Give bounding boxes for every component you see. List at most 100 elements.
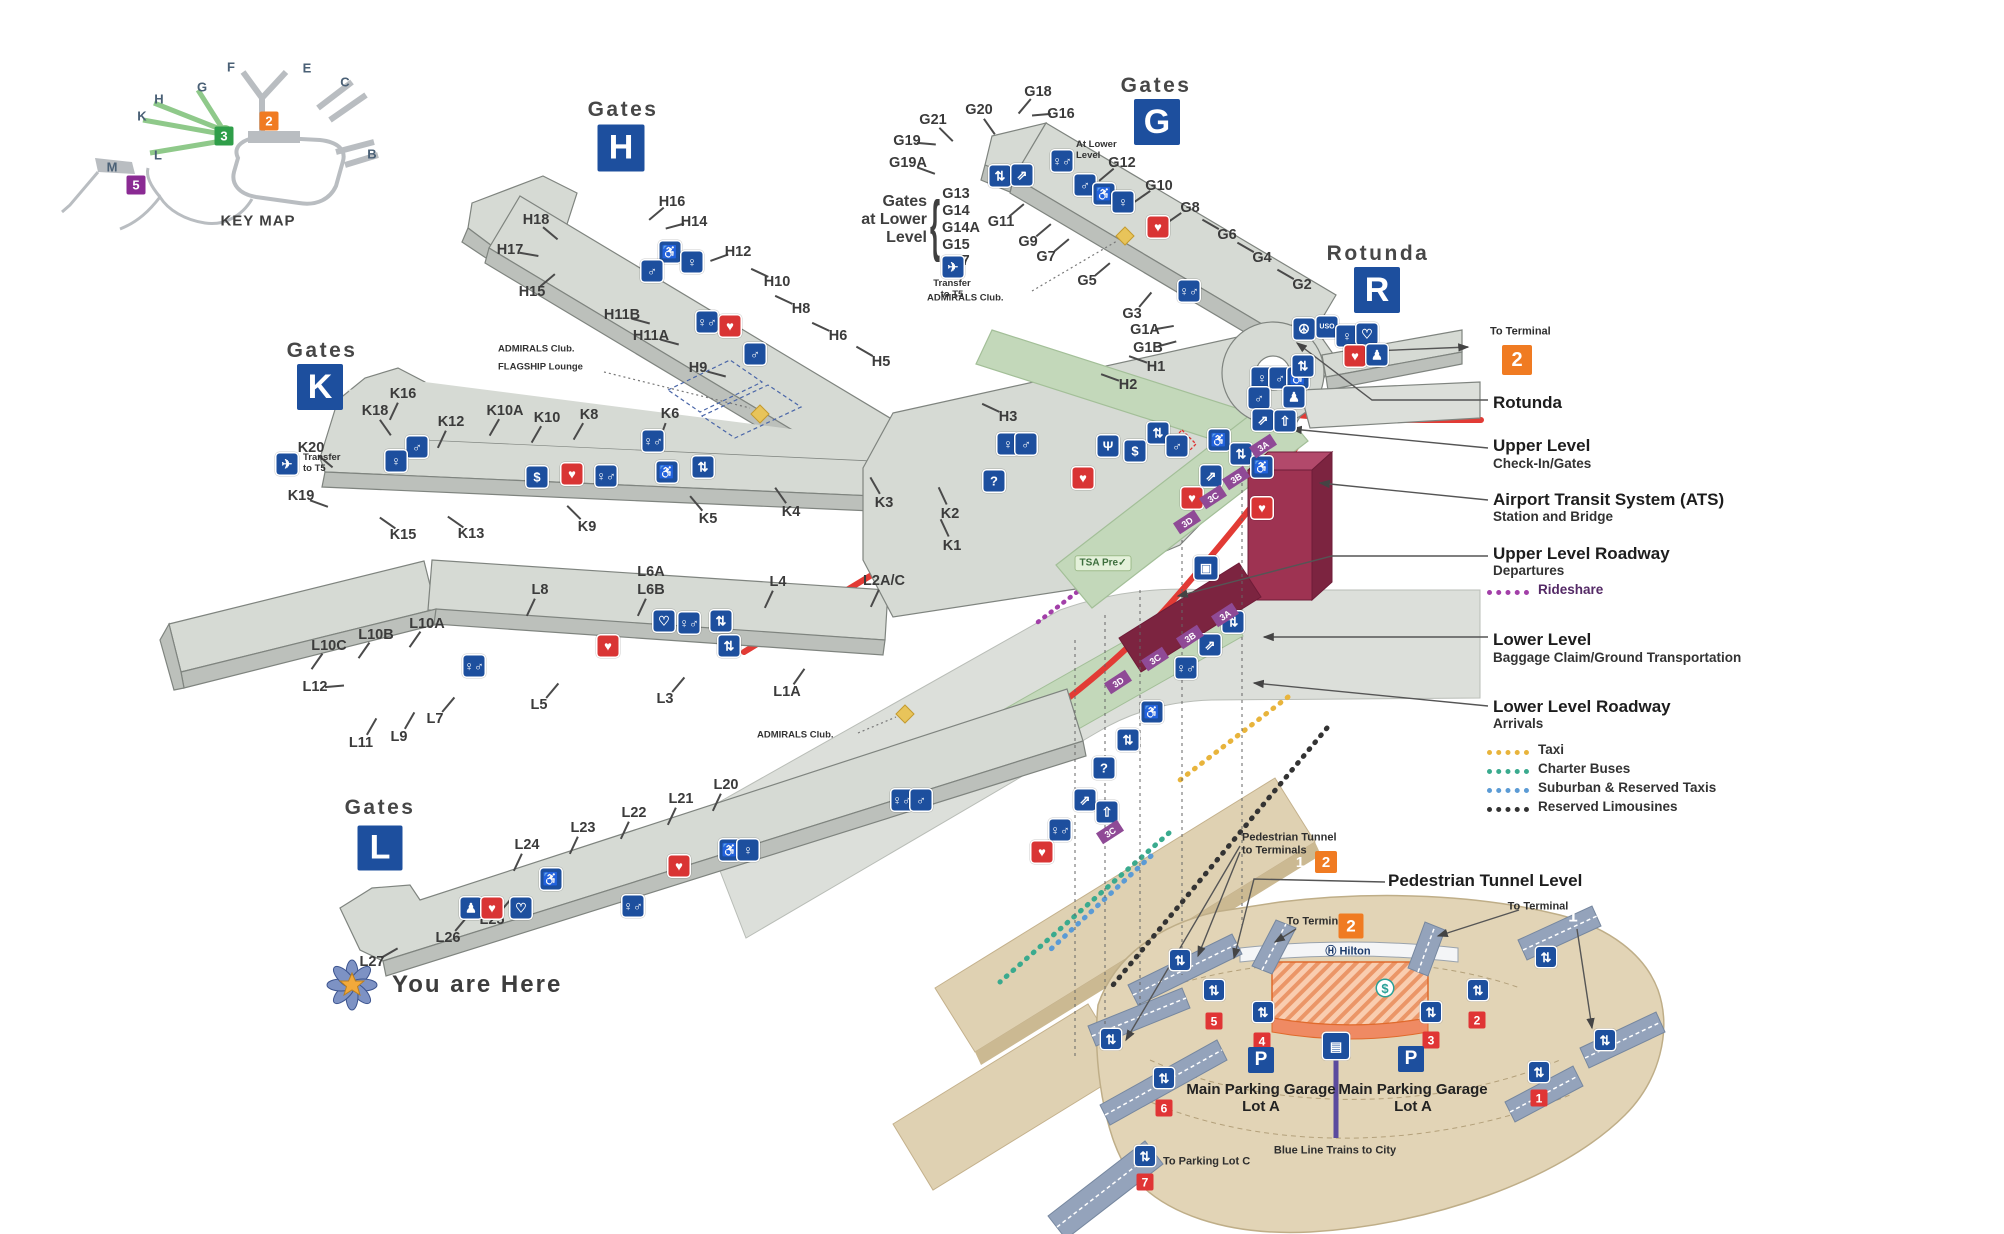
gate-label-k15: K15 [389, 527, 417, 543]
legend-departures: Departures [1493, 563, 1565, 579]
keymap-caption: KEY MAP [220, 212, 296, 230]
gate-label-g1a: G1A [1130, 322, 1160, 338]
gate-leader [489, 418, 500, 437]
elevator-icon: ⇅ [1117, 729, 1139, 751]
restroom-women-icon: ♀ [1336, 325, 1358, 347]
tunnel-terminal-1-badge: 1 [1295, 853, 1305, 871]
escalator-icon: ⇗ [1252, 409, 1274, 431]
gate-label-l27: L27 [359, 954, 385, 970]
gate-label-l10b: L10B [358, 627, 394, 643]
pet-relief-icon: ♟ [1366, 344, 1388, 366]
gate-label-h18: H18 [522, 212, 550, 228]
gate-label-l10c: L10C [311, 638, 347, 654]
vending-icon: $ [526, 466, 548, 488]
gate-leader [542, 226, 559, 240]
elevator-icon: ⇅ [1595, 1030, 1615, 1050]
wheelchair-icon: ♿ [656, 461, 678, 483]
tunnel-to-terminal-1-badge: 1 [1568, 906, 1578, 925]
gates-h-title: Gates [587, 97, 659, 121]
to-parking-lot-c-label: To Parking Lot C [1163, 1155, 1251, 1168]
wheelchair-icon: ♿ [1251, 456, 1273, 478]
gate-leader [855, 346, 874, 357]
gate-leader [513, 853, 523, 872]
keymap-concourse-f: F [227, 59, 235, 75]
gate-label-g21: G21 [919, 112, 947, 128]
gates-k-title: Gates [286, 338, 358, 362]
elevator-4-badge: 4 [1253, 1032, 1271, 1050]
tunnel-terminal-2-badge: 2 [1315, 851, 1337, 873]
legend-lower-level-sub: Baggage Claim/Ground Transportation [1493, 650, 1742, 666]
gate-leader [437, 430, 447, 449]
restroom-men-icon: ♂ [744, 343, 766, 365]
transfer-t5-icon: ✈ [276, 453, 298, 475]
gate-label-k3: K3 [874, 495, 894, 511]
gate-label-g15: G15 [942, 237, 970, 253]
gate-label-l23: L23 [570, 820, 596, 836]
gate-leader [792, 668, 805, 685]
restroom-men-icon: ♂ [1248, 387, 1270, 409]
gate-label-g3: G3 [1122, 306, 1142, 322]
gate-label-h8: H8 [791, 301, 811, 317]
restroom-icon: ♀♂ [891, 789, 913, 811]
meditation-room-icon: ☮ [1293, 318, 1315, 340]
brace-glyph: { [929, 185, 941, 264]
gate-label-g19: G19 [893, 133, 921, 149]
rideshare-dots [1487, 590, 1529, 595]
restroom-women-icon: ♀ [1251, 367, 1273, 389]
keymap-concourse-h: H [154, 91, 164, 107]
aed-icon: ♥ [1181, 487, 1203, 509]
gate-label-l22: L22 [621, 805, 647, 821]
gate-label-l1a: L1A [773, 684, 801, 700]
elevator-5-badge: 5 [1205, 1012, 1223, 1030]
elevator-icon: ⇅ [1536, 947, 1556, 967]
flagship-lounge-label: FLAGSHIP Lounge [498, 361, 583, 373]
admirals-club-label: ADMIRALS Club. [498, 343, 575, 355]
gates-g-title: Gates [1120, 73, 1192, 97]
gate-label-k5: K5 [698, 511, 718, 527]
suburban-dots [1487, 788, 1529, 793]
nursing-room-icon: ♡ [1356, 323, 1378, 345]
legend-upper-level-sub: Check-In/Gates [1493, 456, 1592, 472]
gate-label-k10a: K10A [486, 403, 524, 419]
gate-leader [1094, 262, 1111, 276]
gate-leader [811, 322, 830, 332]
aed-icon: ♥ [561, 463, 583, 485]
to-terminal-2-badge: 2 [1502, 345, 1532, 375]
elevator-icon: ⇅ [1154, 1068, 1174, 1088]
tunnel-to-terminal-2-badge: 2 [1338, 913, 1364, 939]
restroom-icon: ♀♂ [696, 311, 718, 333]
keymap-concourse-b: B [367, 146, 377, 162]
restroom-women-icon: ♀ [681, 251, 703, 273]
gate-leader [389, 402, 399, 421]
gate-label-g11: G11 [987, 214, 1015, 230]
gate-label-g13: G13 [942, 186, 970, 202]
restroom-men-icon: ♂ [406, 436, 428, 458]
gate-leader [566, 505, 582, 520]
legend-upper-level: Upper Level [1493, 436, 1591, 456]
gate-leader [1128, 355, 1148, 364]
gate-label-g18: G18 [1024, 84, 1052, 100]
elevator-icon: ⇅ [1170, 950, 1190, 970]
gates-h-letter: H [597, 124, 645, 172]
gate-leader [938, 127, 954, 142]
gate-label-h9: H9 [688, 360, 708, 376]
restroom-icon: ♀♂ [1175, 657, 1197, 679]
limousine-dots [1487, 807, 1529, 812]
gate-label-k4: K4 [781, 504, 801, 520]
restroom-icon: ♀♂ [1051, 150, 1073, 172]
to-terminal-2-label: To Terminal [1490, 325, 1551, 338]
restroom-men-icon: ♂ [910, 789, 932, 811]
to-terminal-1-label: To Terminal [1507, 900, 1569, 913]
parking-icon: P [1248, 1047, 1274, 1073]
gate-label-l26: L26 [435, 930, 461, 946]
gate-label-k2: K2 [940, 506, 960, 522]
rotunda-letter: R [1354, 267, 1400, 313]
restroom-family-icon: ♿ [540, 868, 562, 890]
elevator-icon: ⇅ [1135, 1146, 1155, 1166]
transfer-t5-label: Transfer to T5 [933, 278, 971, 300]
gate-leader [774, 487, 787, 504]
elevator-icon: ⇅ [1292, 355, 1314, 377]
gate-leader [1018, 98, 1032, 115]
baggage-icon: ♟ [1283, 386, 1305, 408]
